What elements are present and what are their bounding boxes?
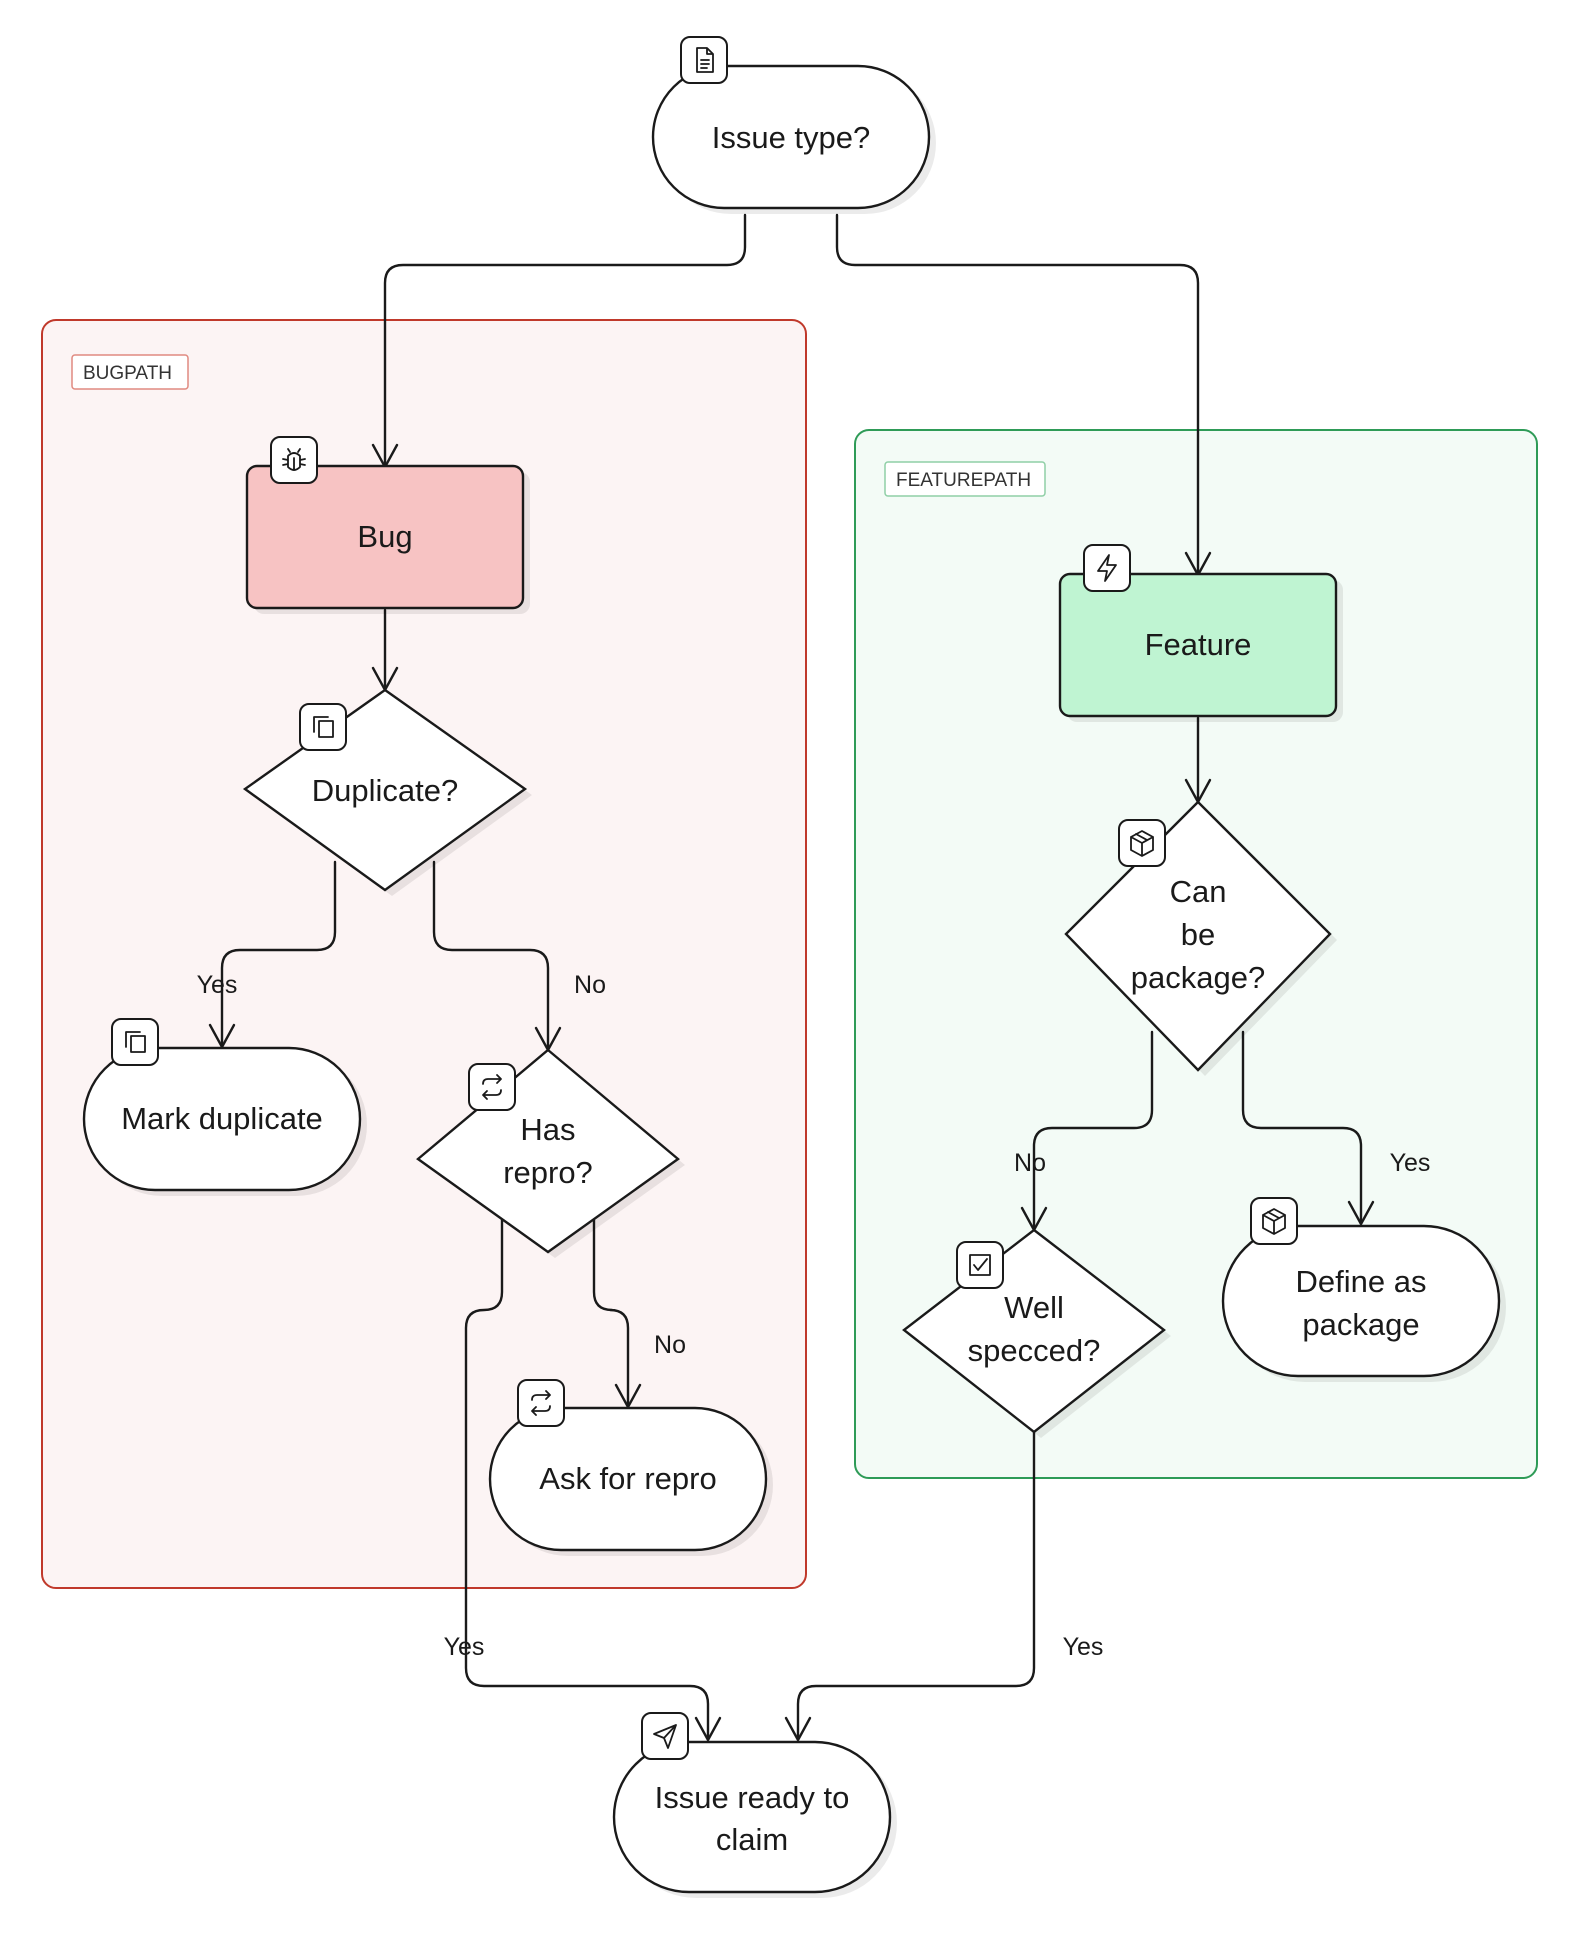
edge-duplicate-to-has-repro[interactable]: No xyxy=(432,860,606,1052)
node-issue-ready[interactable]: Issue ready to claim xyxy=(612,1712,897,1898)
node-bug-label: Bug xyxy=(357,519,412,554)
node-define-package-label-line1: Define as xyxy=(1296,1264,1427,1299)
edge-label-yes: Yes xyxy=(197,971,238,999)
edge-can-package-to-define-package[interactable]: Yes xyxy=(1241,1030,1431,1226)
node-issue-type-label: Issue type? xyxy=(712,120,871,155)
edge-has-repro-to-ready[interactable]: Yes xyxy=(444,1218,722,1742)
node-feature-label: Feature xyxy=(1145,627,1252,662)
copy-icon xyxy=(299,703,347,751)
repeat-icon xyxy=(468,1063,516,1111)
edge-label-yes: Yes xyxy=(1390,1149,1431,1177)
node-well-specced-label-line2: specced? xyxy=(968,1333,1101,1368)
node-bug[interactable]: Bug xyxy=(245,436,530,614)
node-ask-repro-label: Ask for repro xyxy=(539,1461,716,1496)
node-well-specced-label-line1: Well xyxy=(1004,1290,1064,1325)
node-can-package-label-line1: Can xyxy=(1170,874,1227,909)
node-has-repro-label-line2: repro? xyxy=(503,1155,593,1190)
node-has-repro[interactable]: Has repro? xyxy=(416,1048,685,1258)
node-can-package-label-line3: package? xyxy=(1131,960,1265,995)
node-mark-duplicate[interactable]: Mark duplicate xyxy=(82,1018,367,1196)
send-icon xyxy=(641,1712,689,1760)
bug-icon xyxy=(270,436,318,484)
node-duplicate-label: Duplicate? xyxy=(312,773,458,808)
group-featurepath-label: FEATUREPATH xyxy=(896,470,1031,491)
edge-label-no: No xyxy=(1014,1149,1046,1177)
group-bugpath-tag xyxy=(71,354,189,390)
group-featurepath-tag xyxy=(884,461,1046,497)
node-has-repro-label-line1: Has xyxy=(520,1112,575,1147)
edge-well-specced-to-ready[interactable]: Yes xyxy=(784,1430,1104,1742)
package-icon xyxy=(1250,1197,1298,1245)
node-issue-ready-label-line2: claim xyxy=(716,1822,788,1857)
copy-icon xyxy=(111,1018,159,1066)
repeat-icon xyxy=(517,1379,565,1427)
node-issue-ready-label-line1: Issue ready to xyxy=(655,1780,850,1815)
package-icon xyxy=(1118,819,1166,867)
edge-label-yes: Yes xyxy=(1063,1633,1104,1661)
node-define-package[interactable]: Define as package xyxy=(1221,1197,1506,1382)
edge-label-yes: Yes xyxy=(444,1633,485,1661)
node-can-package[interactable]: Can be package? xyxy=(1064,800,1337,1076)
zap-icon xyxy=(1083,544,1131,592)
edge-has-repro-to-ask-repro[interactable]: No xyxy=(592,1218,686,1409)
node-ask-repro[interactable]: Ask for repro xyxy=(488,1379,773,1556)
edge-label-no: No xyxy=(574,971,606,999)
check-square-icon xyxy=(956,1241,1004,1289)
node-issue-type[interactable]: Issue type? xyxy=(651,36,936,214)
group-bugpath: BUGPATH xyxy=(41,319,807,1589)
document-icon xyxy=(680,36,728,84)
edge-label-no: No xyxy=(654,1331,686,1359)
group-bugpath-label: BUGPATH xyxy=(83,363,172,384)
node-feature[interactable]: Feature xyxy=(1058,544,1343,722)
node-mark-duplicate-label: Mark duplicate xyxy=(121,1101,323,1136)
node-define-package-label-line2: package xyxy=(1302,1307,1419,1342)
group-bugpath-frame xyxy=(41,319,807,1589)
node-can-package-label-line2: be xyxy=(1181,917,1215,952)
node-well-specced[interactable]: Well specced? xyxy=(902,1228,1171,1438)
node-duplicate[interactable]: Duplicate? xyxy=(242,688,532,896)
nodes: Issue type? Bug Duplicate? xyxy=(82,36,1506,1898)
